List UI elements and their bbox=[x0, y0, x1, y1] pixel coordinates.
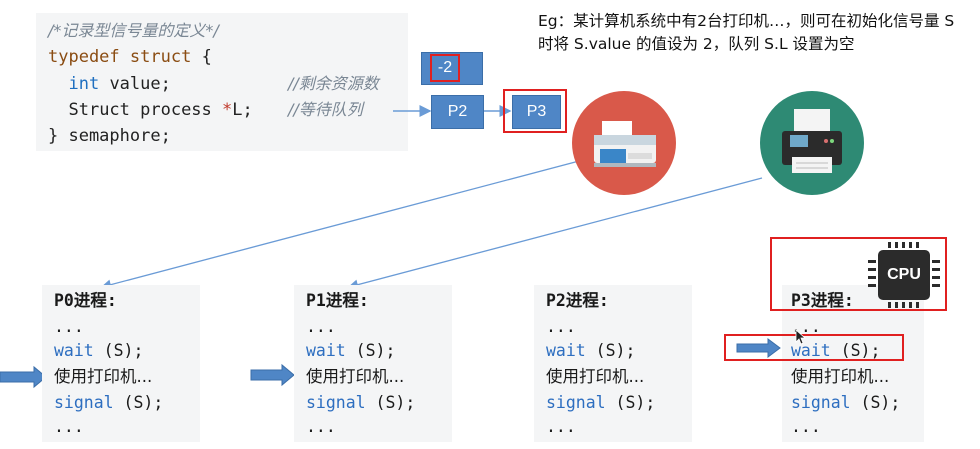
example-description: Eg：某计算机系统中有2台打印机…，则可在初始化信号量 S 时将 S.value… bbox=[538, 12, 955, 53]
process-panel-p3: P3进程: ... wait (S); 使用打印机... signal (S);… bbox=[782, 285, 924, 442]
process-line-use-printer: 使用打印机... bbox=[546, 367, 645, 386]
code-comment: /*记录型信号量的定义*/ bbox=[48, 21, 219, 40]
process-line-dots: ... bbox=[546, 317, 576, 336]
queue-node-label: P2 bbox=[447, 103, 468, 120]
code-value-line: int value; bbox=[48, 73, 171, 95]
process-line-use-printer: 使用打印机... bbox=[306, 367, 405, 386]
value-box: -2 bbox=[421, 52, 483, 85]
signal-arg: (S); bbox=[113, 393, 164, 412]
process-line-signal: signal (S); bbox=[546, 391, 655, 415]
process-line-dots: ... bbox=[546, 417, 576, 436]
process-panel-p2: P2进程: ... wait (S); 使用打印机... signal (S);… bbox=[534, 285, 692, 442]
code-close-line: } semaphore; bbox=[48, 125, 171, 147]
value-decl: value; bbox=[99, 74, 171, 94]
wait-arg: (S); bbox=[830, 341, 881, 360]
process-line-signal: signal (S); bbox=[791, 391, 900, 415]
comment-waiting-queue: //等待队列 bbox=[288, 100, 363, 119]
wait-arg: (S); bbox=[93, 341, 144, 360]
pointer-star: * bbox=[222, 100, 233, 120]
cpu-label: CPU bbox=[887, 266, 921, 283]
brace-open: { bbox=[201, 47, 212, 67]
code-comment-line: /*记录型信号量的定义*/ bbox=[48, 20, 219, 42]
cpu-chip-icon bbox=[868, 242, 940, 308]
queue-node-p3: P3 bbox=[512, 95, 561, 129]
process-line-wait: wait (S); bbox=[791, 339, 880, 363]
p3-running-highlight bbox=[770, 237, 947, 311]
signal-arg: (S); bbox=[605, 393, 656, 412]
comment-queue-line: //等待队列 bbox=[288, 99, 363, 121]
signal-arg: (S); bbox=[850, 393, 901, 412]
value-highlight: -2 bbox=[430, 54, 460, 82]
wait-keyword: wait bbox=[306, 341, 346, 360]
queue-node-p2: P2 bbox=[431, 95, 484, 129]
printer-2-icon bbox=[782, 109, 842, 173]
process-panel-p0: P0进程: ... wait (S); 使用打印机... signal (S);… bbox=[42, 285, 200, 442]
process-title: P2进程: bbox=[546, 291, 609, 310]
cpu-icon: CPU bbox=[868, 242, 940, 308]
p3-current-arrow bbox=[736, 338, 781, 358]
process-line-dots: ... bbox=[54, 317, 84, 336]
process-panel-p1: P1进程: ... wait (S); 使用打印机... signal (S);… bbox=[294, 285, 452, 442]
printer1-to-p0-line bbox=[100, 155, 599, 290]
printer-1-icon bbox=[594, 121, 656, 167]
process-line-wait: wait (S); bbox=[54, 339, 143, 363]
code-close: } semaphore; bbox=[48, 126, 171, 146]
process-line-signal: signal (S); bbox=[306, 391, 415, 415]
comment-value-line: //剩余资源数 bbox=[288, 73, 379, 95]
process-line-signal: signal (S); bbox=[54, 391, 163, 415]
wait-keyword: wait bbox=[791, 341, 831, 360]
process-line-dots: ... bbox=[306, 417, 336, 436]
code-queue-line: Struct process *L; bbox=[48, 99, 253, 121]
process-title: P1进程: bbox=[306, 291, 369, 310]
process-line-dots: ... bbox=[54, 417, 84, 436]
p1-current-arrow bbox=[250, 363, 295, 387]
process-line-wait: wait (S); bbox=[546, 339, 635, 363]
p0-current-arrow bbox=[0, 365, 47, 389]
semaphore-code-panel: /*记录型信号量的定义*/ typedef struct { int value… bbox=[36, 13, 408, 151]
typedef-keyword: typedef bbox=[48, 47, 120, 67]
wait-arg: (S); bbox=[345, 341, 396, 360]
struct-keyword: struct bbox=[129, 47, 192, 67]
printer-2 bbox=[760, 91, 864, 195]
signal-keyword: signal bbox=[306, 393, 366, 412]
signal-keyword: signal bbox=[546, 393, 606, 412]
process-line-use-printer: 使用打印机... bbox=[54, 367, 153, 386]
process-title: P3进程: bbox=[791, 291, 854, 310]
queue-node-label: P3 bbox=[526, 103, 547, 120]
pointer-var: L; bbox=[232, 100, 253, 120]
printer2-to-p1-line bbox=[347, 177, 763, 290]
process-line-wait: wait (S); bbox=[306, 339, 395, 363]
process-line-dots: ... bbox=[791, 417, 821, 436]
wait-arg: (S); bbox=[585, 341, 636, 360]
int-type: int bbox=[68, 74, 100, 94]
p3-wait-highlight bbox=[724, 334, 904, 361]
process-line-use-printer: 使用打印机... bbox=[791, 367, 890, 386]
value-text: -2 bbox=[437, 59, 453, 76]
signal-keyword: signal bbox=[54, 393, 114, 412]
process-line-dots: ... bbox=[306, 317, 336, 336]
comment-remaining-resources: //剩余资源数 bbox=[288, 74, 379, 93]
signal-keyword: signal bbox=[791, 393, 851, 412]
signal-arg: (S); bbox=[365, 393, 416, 412]
wait-keyword: wait bbox=[54, 341, 94, 360]
wait-keyword: wait bbox=[546, 341, 586, 360]
struct-process-decl: Struct process bbox=[68, 100, 223, 120]
process-title: P0进程: bbox=[54, 291, 117, 310]
queue-node-p3-highlight bbox=[503, 89, 567, 133]
code-typedef-line: typedef struct { bbox=[48, 46, 212, 68]
printer-1 bbox=[572, 91, 676, 195]
